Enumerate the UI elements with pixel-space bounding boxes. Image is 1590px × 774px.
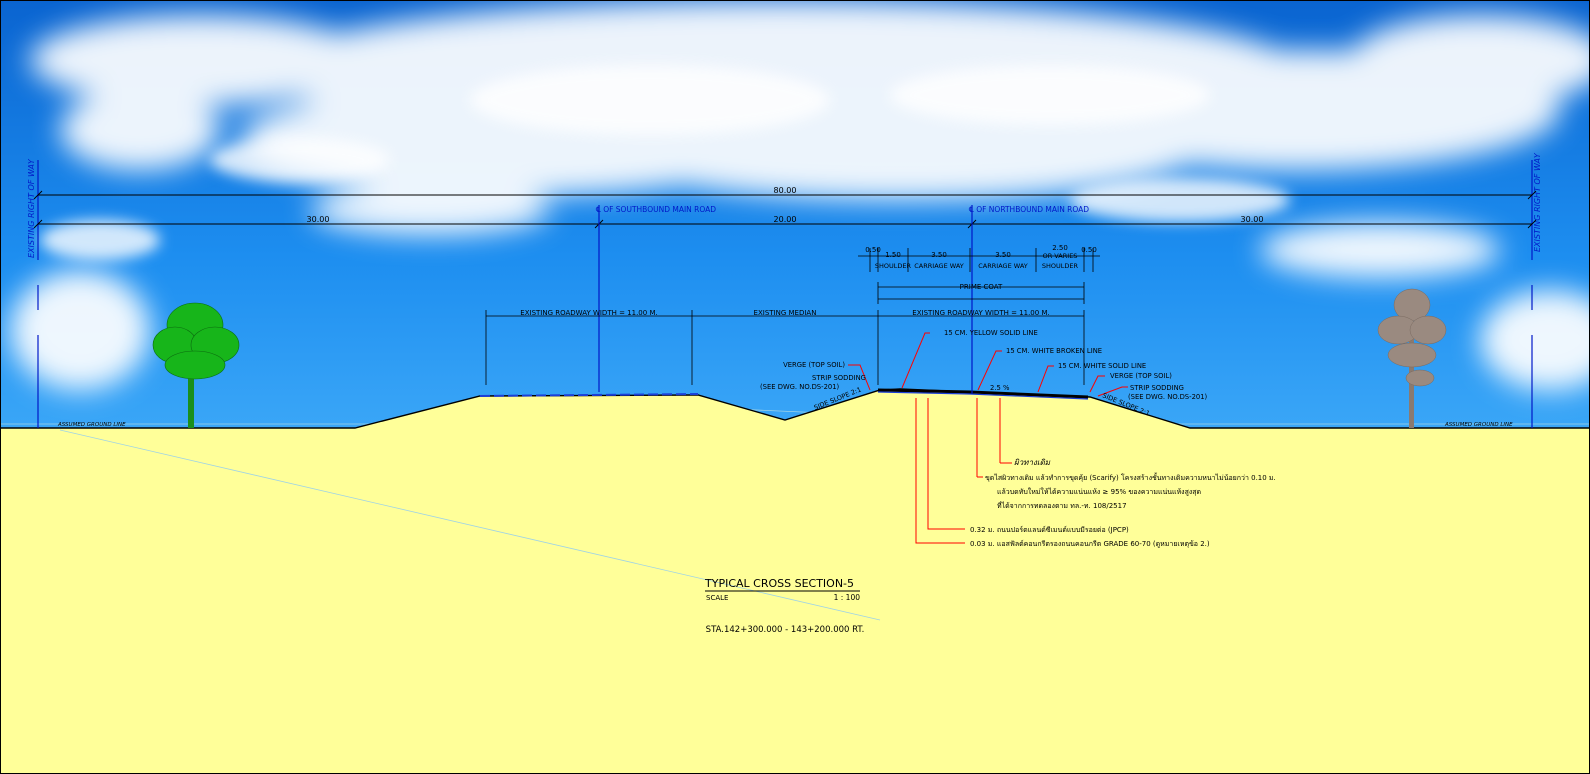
ground-fill	[0, 428, 1590, 774]
dim-right-width: 30.00	[1241, 215, 1264, 224]
dim-left-width: 30.00	[307, 215, 330, 224]
dim-total-width: 80.00	[774, 186, 797, 195]
prime-coat-label: PRIME COAT	[960, 283, 1003, 291]
existing-roadway-left: EXISTING ROADWAY WIDTH = 11.00 M.	[520, 309, 657, 317]
southbound-centerline-label: ℄ OF SOUTHBOUND MAIN ROAD	[596, 205, 716, 214]
ground-line-left: ASSUMED GROUND LINE	[57, 422, 126, 428]
tree-left-icon	[152, 302, 240, 428]
ground-line-right: ASSUMED GROUND LINE	[1444, 422, 1513, 428]
callout-strip-left-2: (SEE DWG. NO.DS-201)	[760, 383, 840, 391]
dim-median-width: 20.00	[774, 215, 797, 224]
callout-strip-right-2: (SEE DWG. NO.DS-201)	[1128, 393, 1208, 401]
sky-background	[0, 0, 1590, 428]
dim-shoulder-edge-left: 0.50	[865, 246, 881, 254]
row-label-right: EXISTING RIGHT OF WAY	[1533, 152, 1542, 252]
existing-roadway-right: EXISTING ROADWAY WIDTH = 11.00 M.	[912, 309, 1049, 317]
scale-label: SCALE	[706, 594, 728, 602]
northbound-centerline-label: ℄ OF NORTHBOUND MAIN ROAD	[969, 205, 1089, 214]
dim-shoulder-left: 1.50	[885, 251, 901, 259]
note-asphalt: 0.03 ม. แอสฟัลต์คอนกรีตรองถนนคอนกรีต GRA…	[970, 540, 1210, 548]
existing-median: EXISTING MEDIAN	[754, 309, 817, 317]
callout-verge-right: VERGE (TOP SOIL)	[1110, 372, 1172, 380]
dimension-lines	[33, 190, 1537, 229]
dim-shoulder-right: 2.50	[1052, 244, 1068, 252]
centerline-marks	[598, 205, 973, 394]
label-carriage-right: CARRIAGE WAY	[978, 262, 1027, 270]
drawing-title: TYPICAL CROSS SECTION-5	[704, 577, 854, 590]
tree-right-icon	[1377, 288, 1447, 428]
right-of-way-lines	[37, 160, 1533, 428]
note-jpcp: 0.32 ม. ถนนปอร์ตแลนด์ซีเมนต์แบบมีรอยต่อ …	[970, 526, 1129, 534]
callout-white-solid: 15 CM. WHITE SOLID LINE	[1058, 362, 1146, 370]
existing-roadway-lines	[485, 310, 1085, 385]
dim-shoulder-edge-right: 0.50	[1081, 246, 1097, 254]
dim-carriage-right: 3.50	[995, 251, 1011, 259]
leader-lines	[848, 332, 1128, 544]
callout-yellow-line: 15 CM. YELLOW SOLID LINE	[944, 329, 1038, 337]
dim-varies: OR VARIES	[1043, 252, 1078, 260]
callout-strip-left-1: STRIP SODDING	[812, 374, 866, 382]
callout-verge-left: VERGE (TOP SOIL)	[783, 361, 845, 369]
note-scarify-1: ขุดไสผิวทางเดิม แล้วทำการขุดคุ้ย (Scarif…	[985, 471, 1276, 482]
note-scarify-2: แล้วบดทับใหม่ให้ได้ความแน่นแห้ง ≥ 95% ขอ…	[997, 487, 1201, 496]
callout-white-broken: 15 CM. WHITE BROKEN LINE	[1006, 347, 1102, 355]
label-carriage-left: CARRIAGE WAY	[914, 262, 963, 270]
dim-carriage-left: 3.50	[931, 251, 947, 259]
callout-crossfall: 2.5 %	[990, 384, 1010, 392]
row-label-left: EXISTING RIGHT OF WAY	[27, 158, 36, 258]
note-scarify-3: ที่ได้จากการทดลองตาม ทล.-ท. 108/2517	[997, 501, 1127, 510]
label-shoulder-right: SHOULDER	[1042, 262, 1079, 270]
scale-value: 1 : 100	[834, 593, 861, 602]
station-range: STA.142+300.000 - 143+200.000 RT.	[706, 625, 865, 635]
label-shoulder-left: SHOULDER	[875, 262, 912, 270]
embankment-profile	[0, 388, 1590, 429]
lane-dimension-lines	[858, 248, 1100, 304]
callout-strip-right-1: STRIP SODDING	[1130, 384, 1184, 392]
note-existing-surface: ผิวทางเดิม	[1014, 458, 1051, 467]
